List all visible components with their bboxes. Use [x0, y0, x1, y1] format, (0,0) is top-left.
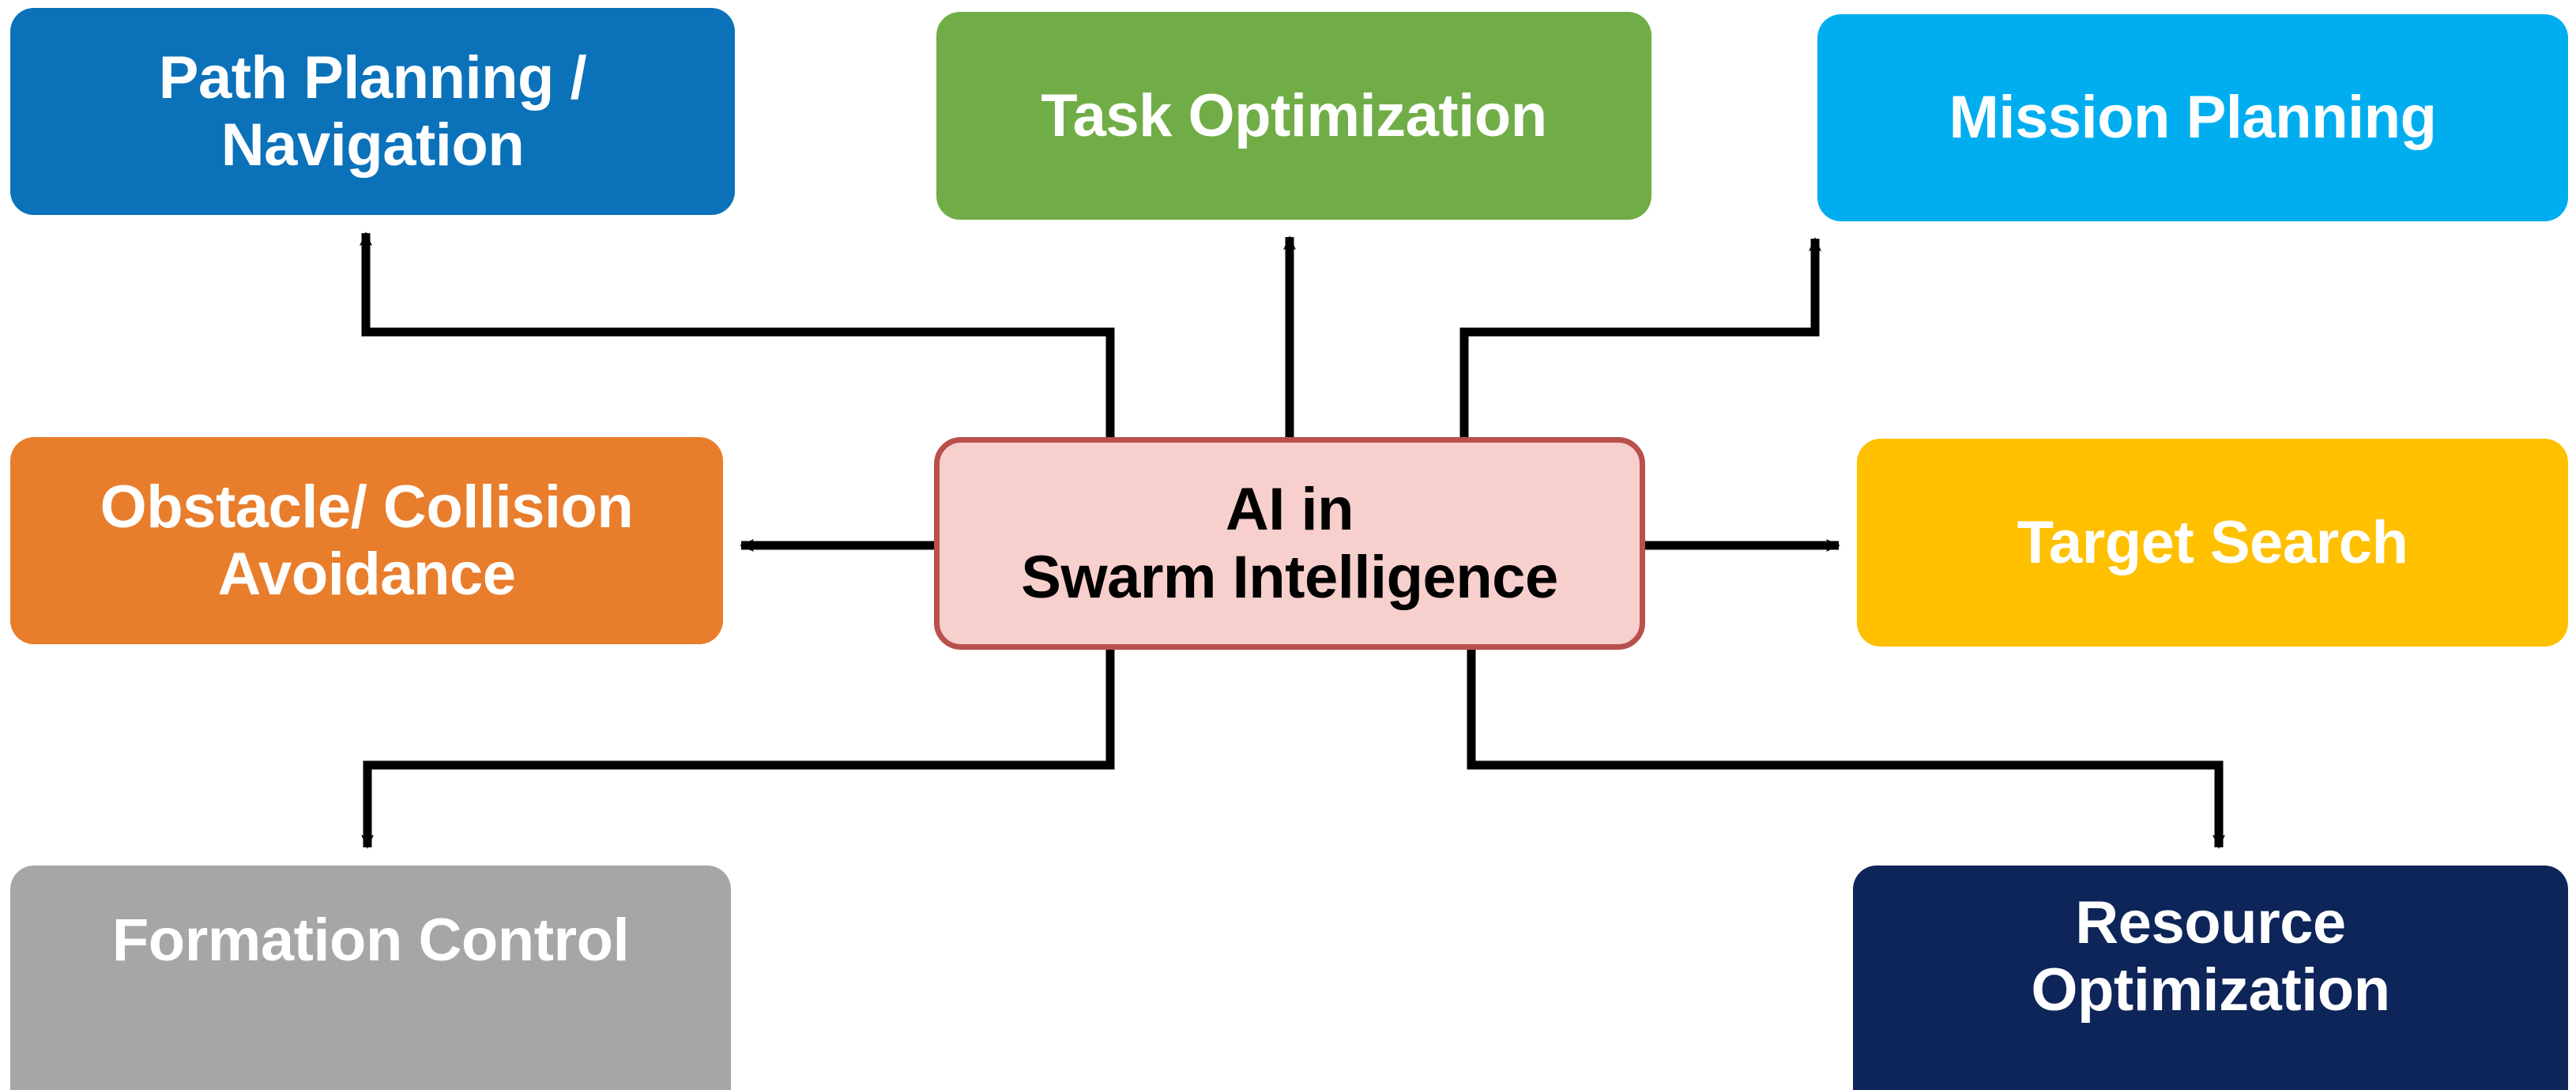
connector-center-to-resource-optimization: [1467, 650, 2225, 849]
node-path-planning-navigation[interactable]: Path Planning / Navigation: [10, 8, 735, 215]
connector-center-to-mission-planning: [1459, 237, 1821, 437]
node-label: Target Search: [2017, 508, 2408, 576]
center-node-label: AI in Swarm Intelligence: [1021, 476, 1558, 611]
node-ai-in-swarm-intelligence[interactable]: AI in Swarm Intelligence: [934, 437, 1645, 650]
node-label: Path Planning / Navigation: [158, 43, 587, 179]
node-task-optimization[interactable]: Task Optimization: [936, 12, 1651, 220]
node-label: Task Optimization: [1041, 81, 1547, 149]
node-label: Mission Planning: [1949, 84, 2437, 152]
node-label: Obstacle/ Collision Avoidance: [100, 473, 634, 608]
node-formation-control[interactable]: Formation Control: [10, 866, 731, 1090]
node-label: Formation Control: [111, 907, 630, 974]
node-target-search[interactable]: Target Search: [1857, 439, 2568, 647]
node-label: Resource Optimization: [2031, 889, 2390, 1024]
connector-center-to-path-planning: [360, 232, 1115, 437]
connector-center-to-formation-control: [361, 650, 1115, 849]
node-obstacle-collision-avoidance[interactable]: Obstacle/ Collision Avoidance: [10, 437, 723, 644]
node-resource-optimization[interactable]: Resource Optimization: [1853, 866, 2568, 1090]
node-mission-planning[interactable]: Mission Planning: [1817, 14, 2568, 221]
